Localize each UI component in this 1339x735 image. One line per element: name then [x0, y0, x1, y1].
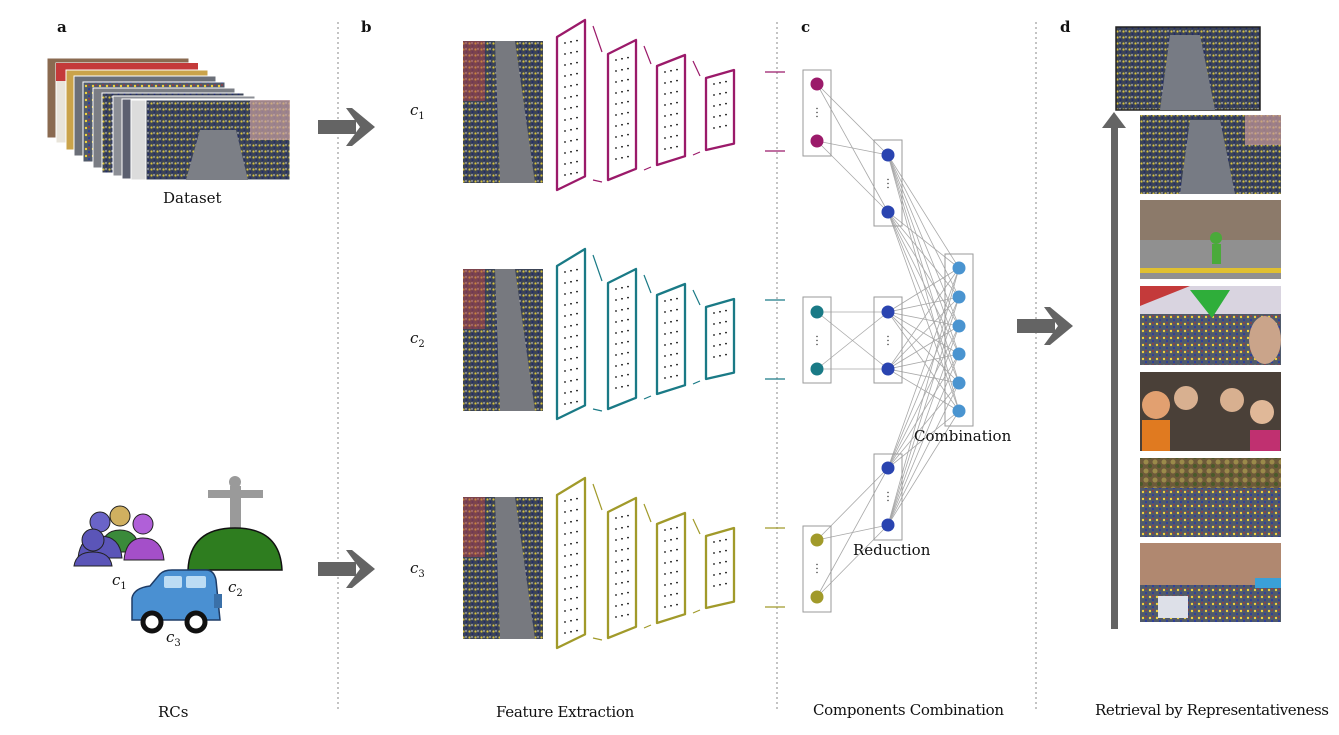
arrow-up-icon — [1102, 112, 1126, 629]
dataset-label: Dataset — [163, 189, 222, 207]
combination-node-6 — [952, 404, 966, 418]
reduction-node-1-2 — [881, 205, 895, 219]
reduction-node-2-2 — [881, 362, 895, 376]
reduction-node-1-1 — [881, 148, 895, 162]
cnn-layer-2-2 — [606, 267, 638, 411]
retrieved-image-4 — [1140, 286, 1281, 365]
cnn-layer-2-4 — [704, 297, 736, 381]
cnn-layer-3-3 — [655, 511, 687, 625]
panel-label-b: b — [361, 18, 372, 36]
reduction-node-2-1 — [881, 305, 895, 319]
cnn-layer-3-4 — [704, 526, 736, 610]
input-image-c2 — [463, 269, 543, 411]
components-combination-label: Components Combination — [813, 701, 1004, 719]
reduction-label: Reduction — [853, 541, 931, 559]
retrieved-image-3 — [1140, 200, 1281, 279]
cnn-layer-1-3 — [655, 53, 687, 167]
rc-symbol-c3: c3 — [166, 628, 181, 649]
branch-symbol-c2: c2 — [410, 329, 425, 350]
car-icon — [131, 569, 222, 634]
cnn-layer-3-1 — [555, 476, 587, 650]
feature-box-c2 — [802, 296, 832, 384]
reduction-box-1 — [873, 139, 903, 227]
network-edges — [816, 83, 960, 598]
reduction-box-3 — [873, 453, 903, 541]
cnn-branch-2 — [555, 247, 736, 421]
panel-label-d: d — [1060, 18, 1071, 36]
combination-node-4 — [952, 347, 966, 361]
feature-extraction-label: Feature Extraction — [496, 703, 634, 721]
feature-node-2-1 — [810, 305, 824, 319]
arrow-right-icon — [318, 550, 375, 588]
feature-node-3-2 — [810, 590, 824, 604]
feature-box-c3 — [802, 525, 832, 613]
retrieved-image-6 — [1140, 458, 1281, 537]
rcs-label: RCs — [158, 703, 189, 721]
cnn-branch-3 — [555, 476, 736, 650]
rc-symbol-c1: c1 — [112, 571, 127, 592]
combination-node-1 — [952, 261, 966, 275]
combination-box — [944, 253, 974, 427]
reduction-node-3-1 — [881, 461, 895, 475]
input-image-c3 — [463, 497, 543, 639]
reduction-box-2 — [873, 296, 903, 384]
feature-node-2-2 — [810, 362, 824, 376]
cnn-layer-1-4 — [704, 68, 736, 152]
feature-node-3-1 — [810, 533, 824, 547]
cnn-layer-1-1 — [555, 18, 587, 192]
arrow-right-icon — [1017, 307, 1073, 345]
panel-label-a: a — [57, 18, 67, 36]
dataset-image-stack — [46, 57, 291, 181]
cnn-branch-1 — [555, 18, 736, 192]
branch-symbol-c1: c1 — [410, 101, 425, 122]
people-group-icon — [73, 505, 165, 567]
combination-label: Combination — [914, 427, 1012, 445]
combination-node-3 — [952, 319, 966, 333]
feature-node-1-2 — [810, 134, 824, 148]
cnn-layer-2-3 — [655, 282, 687, 396]
cnn-layer-1-2 — [606, 38, 638, 182]
feature-box-c1 — [802, 69, 832, 157]
retrieved-image-2 — [1140, 115, 1281, 194]
arrow-right-icon — [318, 108, 375, 146]
branch-symbol-c3: c3 — [410, 559, 425, 580]
combination-node-2 — [952, 290, 966, 304]
reduction-node-3-2 — [881, 518, 895, 532]
input-image-c1 — [463, 41, 543, 183]
panel-label-c: c — [801, 18, 811, 36]
retrieved-image-1 — [1115, 26, 1261, 111]
retrieval-label: Retrieval by Representativeness — [1095, 701, 1329, 719]
statue-hill-icon — [187, 476, 283, 571]
feature-node-1-1 — [810, 77, 824, 91]
combination-node-5 — [952, 376, 966, 390]
rc-symbol-c2: c2 — [228, 578, 243, 599]
cnn-layer-3-2 — [606, 496, 638, 640]
retrieved-image-7 — [1140, 543, 1281, 622]
cnn-layer-2-1 — [555, 247, 587, 421]
retrieved-image-5 — [1140, 372, 1281, 451]
